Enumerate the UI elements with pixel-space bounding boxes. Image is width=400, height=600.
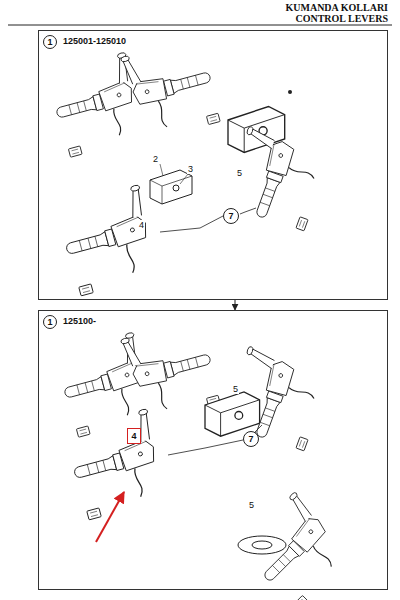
callout-number: 4 xyxy=(131,431,136,441)
callout-number: 5 xyxy=(232,384,239,394)
callout-number: 7 xyxy=(248,434,253,444)
page-subtitle: CONTROL LEVERS xyxy=(295,13,388,24)
callout-number: 5 xyxy=(236,168,243,178)
serial-range: 125001-125010 xyxy=(63,36,126,46)
range-panel: 125100- 1 7 4 xyxy=(38,310,388,590)
callout-number: 3 xyxy=(187,164,194,174)
highlight-box: 4 xyxy=(127,428,141,444)
callout-number: 2 xyxy=(152,154,159,164)
callout-circle: 7 xyxy=(243,431,259,447)
header-rule xyxy=(8,25,392,26)
range-panel: 125001-125010 1 7 xyxy=(38,30,388,300)
callout-number: 1 xyxy=(47,317,52,327)
callout-circle: 7 xyxy=(223,208,239,224)
callout-number: 7 xyxy=(228,211,233,221)
page-title: KUMANDA KOLLARI xyxy=(285,2,388,13)
flow-arrow xyxy=(235,300,236,310)
callout-circle: 1 xyxy=(43,315,57,329)
callout-circle: 1 xyxy=(43,35,57,49)
callout-number: 4 xyxy=(138,220,145,230)
serial-range: 125100- xyxy=(63,316,96,326)
callout-number: 1 xyxy=(47,37,52,47)
red-pointer-arrow xyxy=(96,492,124,542)
callout-number: 5 xyxy=(248,500,255,510)
